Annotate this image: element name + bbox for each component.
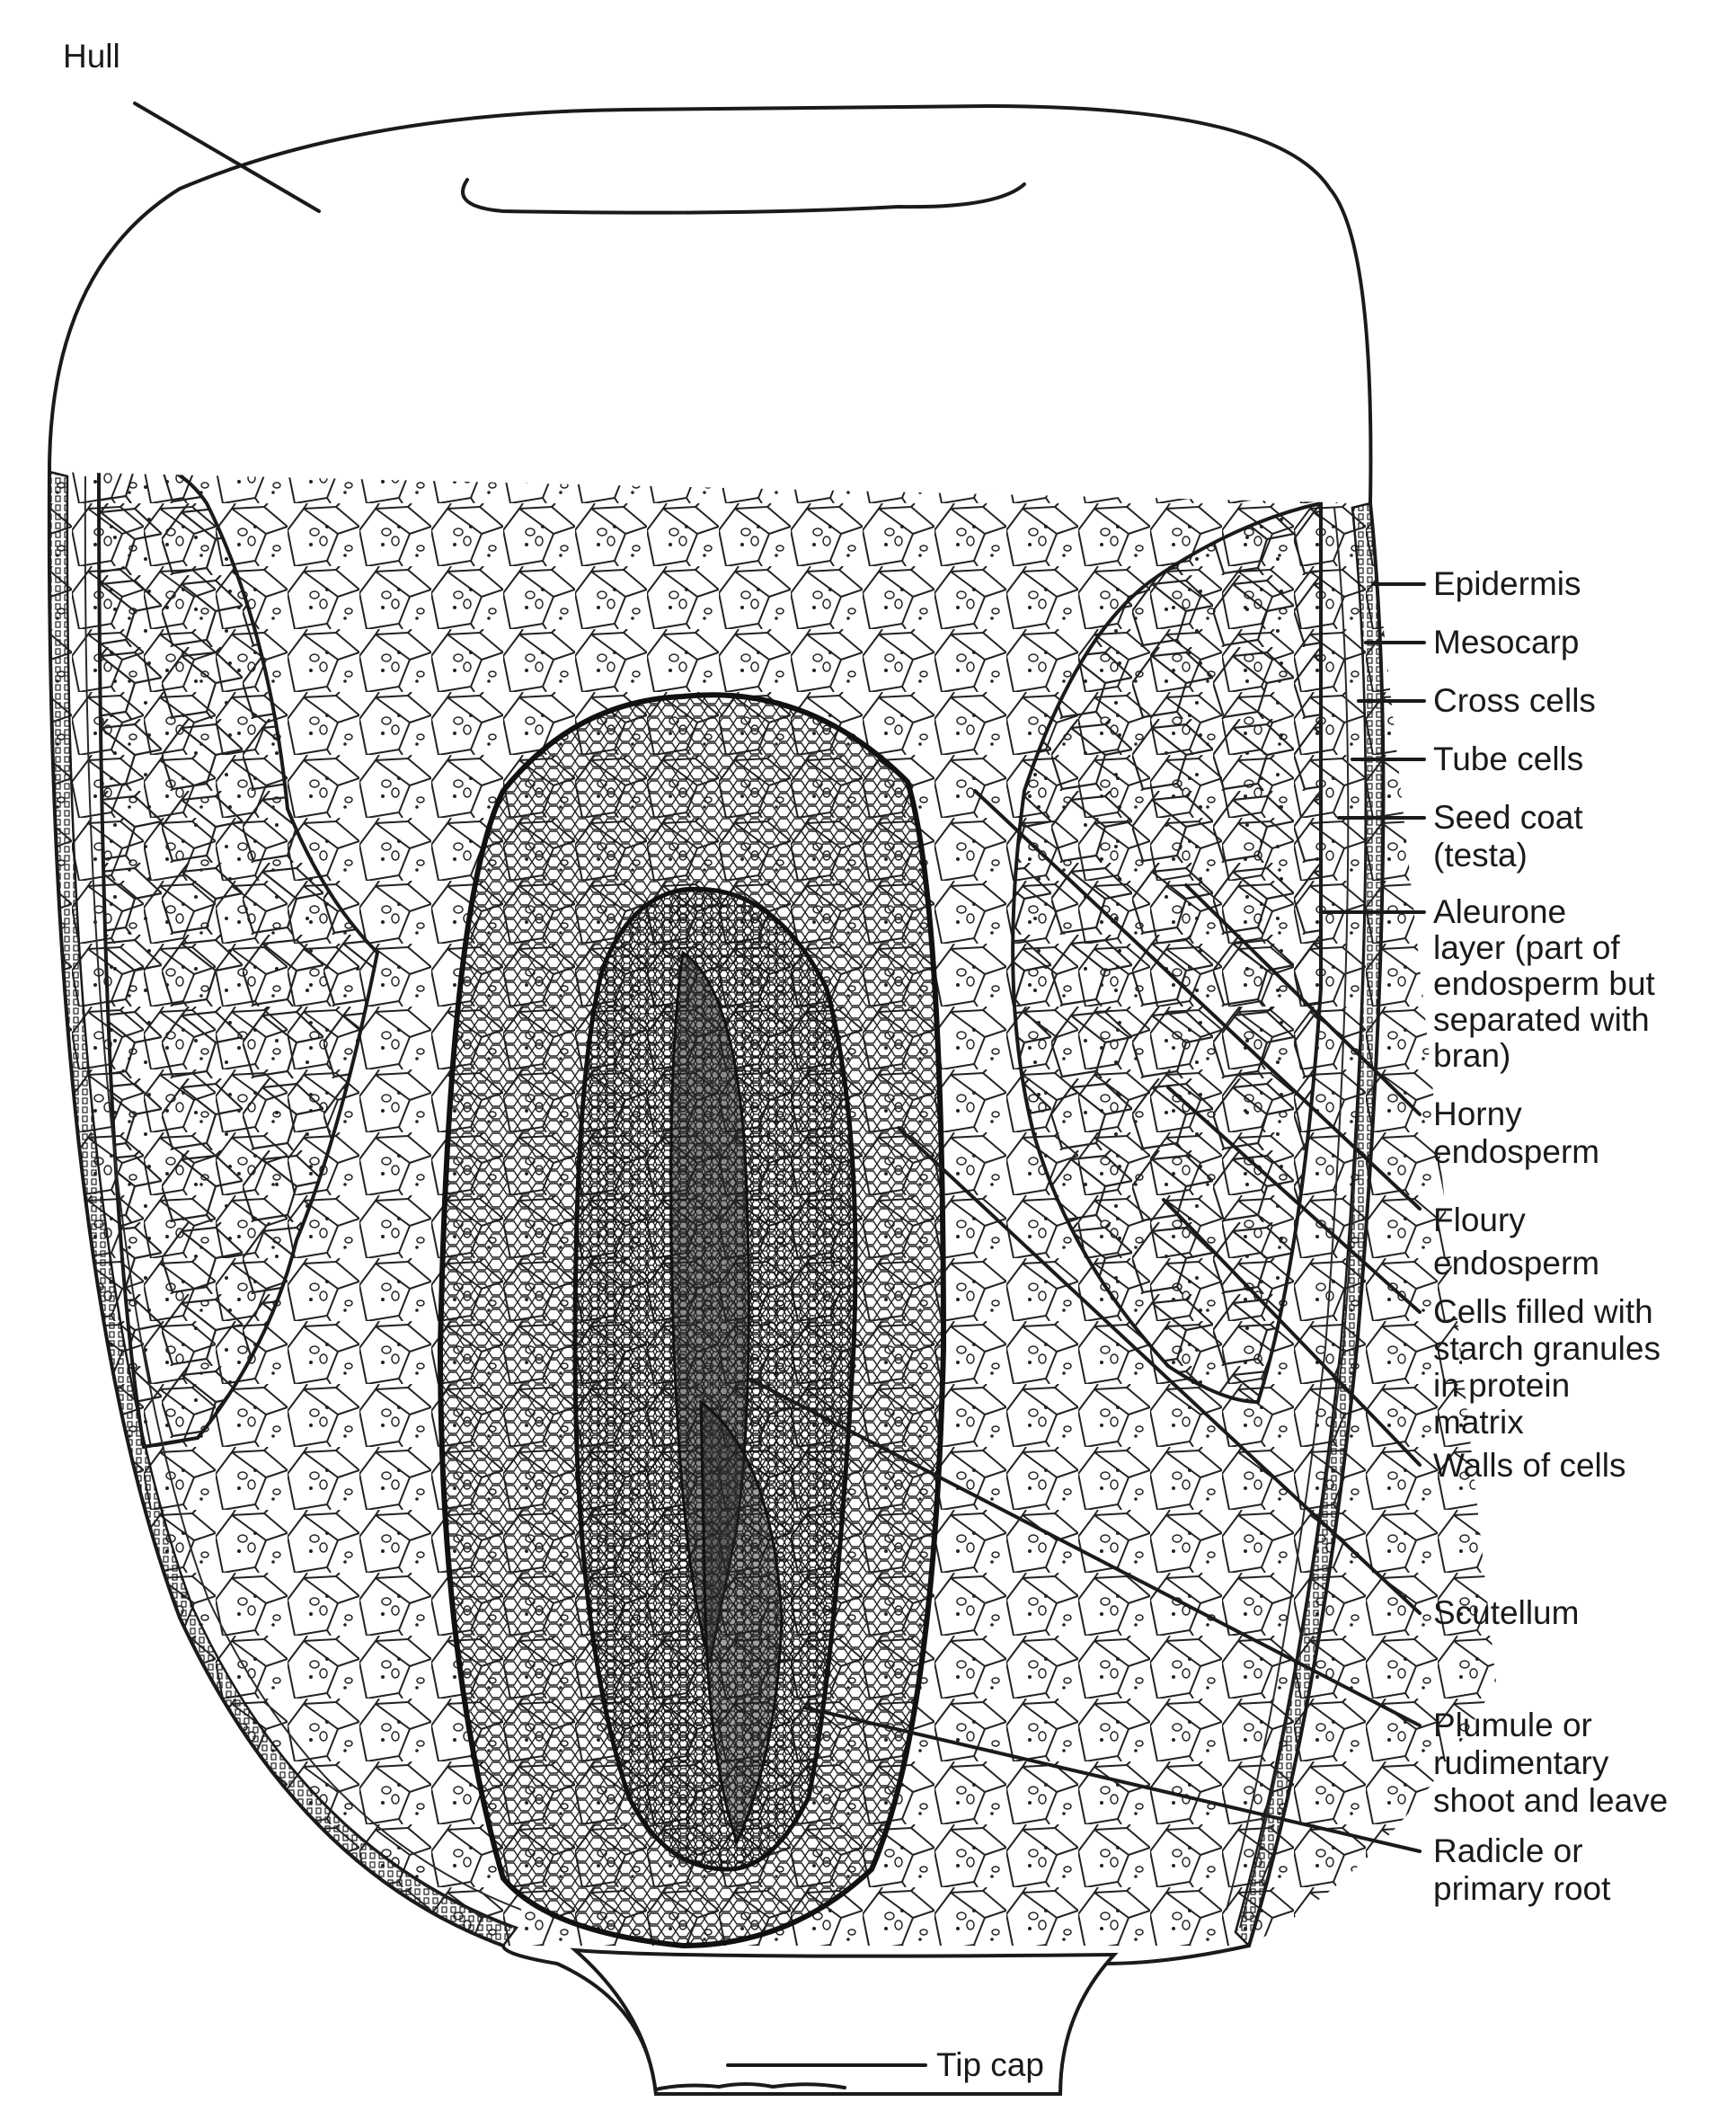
tip-cap-base-edge: [654, 2082, 846, 2091]
plumule: [669, 950, 750, 1663]
leader-horny: [1184, 883, 1422, 1116]
label-horny-endosperm: Horny endosperm: [1433, 1095, 1599, 1170]
leader-walls: [1162, 1198, 1422, 1467]
leader-floury: [973, 789, 1422, 1211]
label-aleurone: Aleurone layer (part of endosperm but se…: [1433, 893, 1664, 1074]
pericarp-layer-2: [84, 475, 522, 1911]
label-epidermis: Epidermis: [1433, 565, 1581, 602]
label-walls-of-cells: Walls of cells: [1433, 1447, 1626, 1484]
label-cross-cells: Cross cells: [1433, 682, 1596, 719]
outer-layer-band-left: [48, 470, 519, 1947]
label-cells-filled: Cells filled with starch granules in pro…: [1433, 1293, 1670, 1441]
label-scutellum: Scutellum: [1433, 1594, 1579, 1631]
leader-scutellum: [897, 1126, 1422, 1615]
leader-cells-filled: [1166, 1086, 1422, 1314]
leader-plumule: [748, 1378, 1422, 1727]
label-seed-coat: Seed coat (testa): [1433, 799, 1592, 874]
leader-radicle: [802, 1706, 1422, 1853]
radicle: [699, 1398, 784, 1847]
label-mesocarp: Mesocarp: [1433, 624, 1579, 661]
leader-hull: [133, 102, 321, 213]
outer-layer-band-right: [1234, 501, 1385, 1948]
label-tip-cap: Tip cap: [936, 2046, 1044, 2083]
tip-cap: [570, 1947, 1119, 2096]
horny-endosperm-right: [1011, 501, 1323, 1405]
label-plumule: Plumule or rudimentary shoot and leave: [1433, 1707, 1668, 1819]
hull-fold: [461, 178, 1026, 215]
label-tube-cells: Tube cells: [1433, 741, 1583, 777]
label-hull: Hull: [63, 38, 120, 75]
label-floury-endosperm: Floury endosperm: [1433, 1202, 1599, 1282]
pericarp-layer-4: [1226, 507, 1350, 1911]
label-radicle: Radicle or primary root: [1433, 1832, 1611, 1907]
